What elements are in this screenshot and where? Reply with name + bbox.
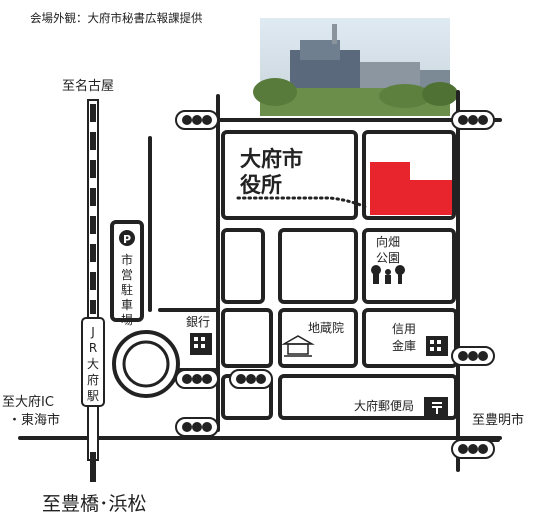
station-box: [81, 317, 105, 407]
city-hall-label-1: 大府市: [240, 147, 303, 171]
svg-text:駅: 駅: [87, 389, 99, 403]
credit-union-label-1: 信用: [392, 322, 416, 336]
bank-building-icon: [190, 333, 212, 355]
roundabout: [112, 330, 180, 398]
direction-west-2: ・東海市: [8, 412, 60, 428]
svg-text:営: 営: [121, 268, 133, 282]
traffic-signal-icon: [451, 346, 495, 366]
direction-west-1: 至大府IC: [2, 395, 54, 410]
city-hall-leader: [236, 196, 370, 210]
svg-text:駐: 駐: [121, 282, 133, 297]
temple-label: 地蔵院: [308, 321, 344, 335]
traffic-signal-icon: [451, 439, 495, 459]
credit-union-label-2: 金庫: [392, 338, 416, 353]
venue-photo: [253, 18, 458, 116]
traffic-signals: [175, 110, 495, 459]
park-label-2: 公園: [376, 251, 400, 265]
post-office-icon: [424, 397, 448, 417]
park-people-icon: [371, 265, 405, 284]
direction-east: 至豊明市: [472, 412, 524, 428]
city-hall-label-2: 役所: [240, 173, 282, 197]
parking-icon: P: [119, 230, 135, 246]
railway-line: [87, 99, 99, 482]
svg-text:府: 府: [87, 372, 99, 387]
svg-text:P: P: [123, 233, 131, 246]
svg-text:場: 場: [121, 313, 133, 327]
direction-north: 至名古屋: [62, 78, 114, 94]
traffic-signal-icon: [229, 369, 273, 389]
station-label: J R 大 府 駅: [87, 325, 99, 403]
svg-text:車: 車: [121, 298, 133, 312]
park-label-1: 向畑: [376, 234, 400, 249]
post-office-label: 大府郵便局: [354, 398, 414, 413]
bank-building-icon: [426, 336, 448, 356]
temple-icon: [281, 335, 315, 357]
direction-south: 至豊橋･浜松: [42, 493, 147, 515]
photo-caption: 会場外観：大府市秘書広報課提供: [30, 11, 203, 25]
svg-text:J: J: [90, 325, 95, 339]
svg-text:大: 大: [87, 357, 99, 371]
traffic-signal-icon: [175, 369, 219, 389]
traffic-signal-icon: [175, 417, 219, 437]
roads: [18, 90, 502, 472]
city-hall-footprint: [370, 162, 452, 215]
traffic-signal-icon: [175, 110, 219, 130]
svg-text:R: R: [89, 341, 97, 355]
traffic-signal-icon: [451, 110, 495, 130]
bank-label: 銀行: [186, 315, 210, 329]
svg-text:市: 市: [121, 252, 133, 267]
parking-label: 市 営 駐 車 場: [121, 252, 133, 327]
